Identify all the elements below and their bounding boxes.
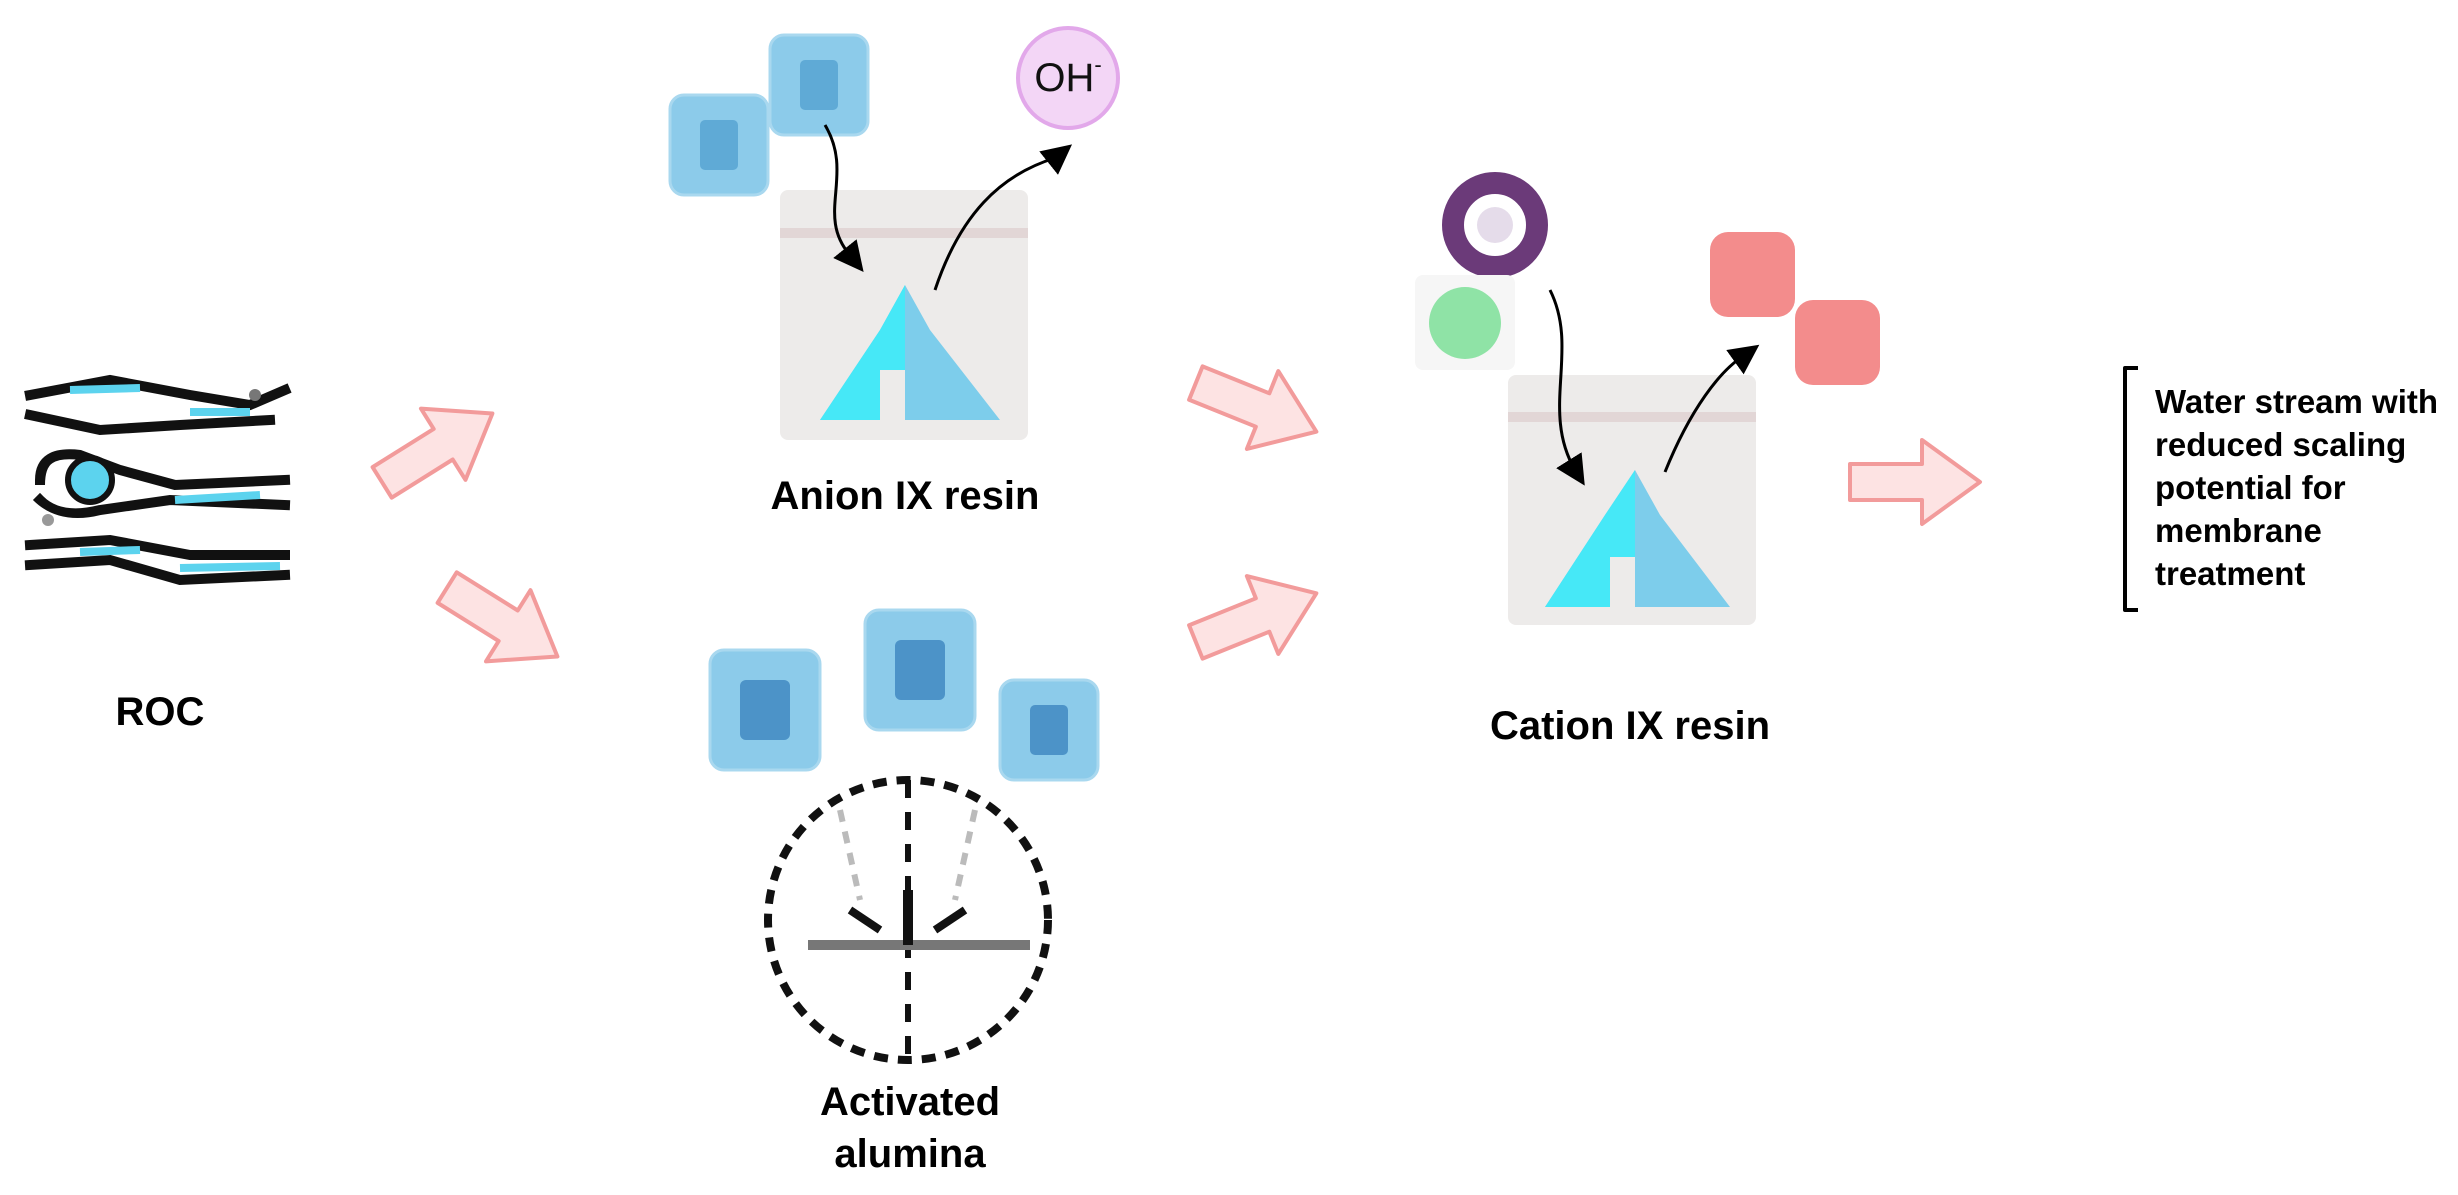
anion-exchange-arrows (823, 124, 1073, 291)
cation-resin-icon (1508, 375, 1756, 625)
activated-alumina-icon (764, 776, 1052, 1064)
red-cation-icon (1710, 232, 1795, 317)
cation-uptake-arrow-icon (1548, 289, 1585, 486)
hydroxide-release-arrow-icon (933, 144, 1073, 291)
hydroxide-ion-icon (1016, 26, 1120, 130)
activated-alumina-label-line2: alumina (834, 1132, 986, 1176)
cation-release-arrow-icon (1663, 344, 1760, 473)
cation-ions (1415, 172, 1880, 385)
hydroxide-ion-label: OH- (1018, 52, 1118, 101)
cation-resin-label: Cation IX resin (1489, 704, 1771, 748)
flow-arrow-roc-to-anion (357, 375, 517, 521)
hydroxide-ion-base: OH (1034, 56, 1095, 100)
silica-ions (708, 608, 1100, 782)
red-cation-icon (1795, 300, 1880, 385)
cation-exchange-arrows (1548, 289, 1760, 486)
anion-uptake-arrow-icon (823, 124, 864, 273)
flow-arrow-alumina-to-cation (1178, 552, 1335, 683)
anion-ions (668, 33, 870, 197)
flow-arrow-roc-to-alumina (422, 549, 582, 695)
roc-label: ROC (115, 690, 205, 734)
output-bracket (2123, 366, 2138, 612)
output-stream-label: Water stream with reduced scaling potent… (2155, 383, 2439, 592)
roc-molecule-icon (24, 374, 292, 586)
hydroxide-ion-charge: - (1094, 52, 1102, 77)
activated-alumina-label-line1: Activated (819, 1080, 1001, 1124)
activated-alumina-label: Activated alumina (730, 1076, 1090, 1180)
purple-cation-icon (1442, 172, 1548, 278)
flow-arrow-anion-to-cation (1178, 342, 1335, 473)
anion-resin-icon (780, 190, 1028, 440)
flow-arrow-cation-to-output (1848, 438, 1982, 526)
anion-resin-label: Anion IX resin (770, 474, 1040, 518)
